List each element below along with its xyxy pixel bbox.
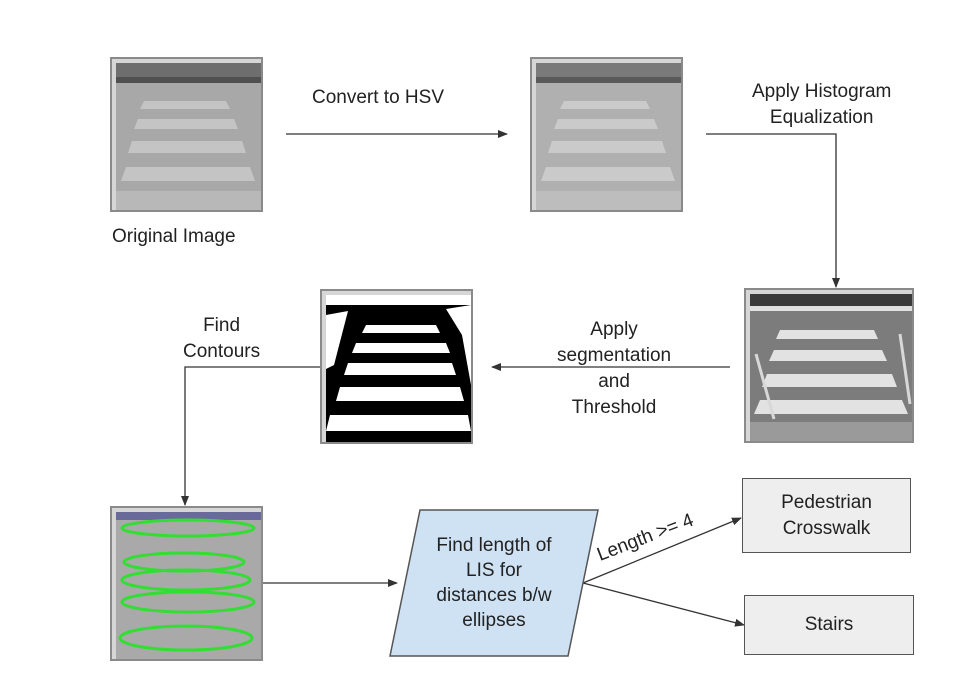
arrow-hsv-to-histogram — [706, 133, 840, 288]
contours-label-line1: Find — [203, 315, 241, 336]
segmentation-label: Apply segmentation and Threshold — [557, 317, 671, 421]
contours-image-thumbnail — [110, 506, 263, 661]
lis-parallelogram — [389, 509, 599, 657]
convert-hsv-label: Convert to HSV — [312, 87, 444, 108]
segmentation-label-line3: and — [598, 371, 630, 392]
arrow-lis-to-crosswalk — [582, 517, 742, 584]
stairs-text: Stairs — [804, 614, 854, 635]
lis-text-line3: distances b/w — [436, 585, 552, 606]
crosswalk-text-line1: Pedestrian — [781, 491, 872, 513]
lis-text-line2: LIS for — [466, 560, 522, 581]
contours-label-line2: Contours — [183, 341, 261, 362]
contours-label: Find Contours — [183, 313, 260, 365]
segmentation-label-line1: Apply — [590, 319, 638, 340]
histogram-label: Apply Histogram Equalization — [752, 79, 891, 131]
segmentation-label-line2: segmentation — [557, 345, 672, 366]
crosswalk-box: Pedestrian Crosswalk — [742, 478, 911, 553]
threshold-image-thumbnail — [320, 289, 473, 444]
histogram-label-line1: Apply Histogram — [752, 81, 892, 102]
crosswalk-text-line2: Crosswalk — [782, 517, 871, 539]
stairs-box: Stairs — [744, 595, 914, 655]
equalized-image-thumbnail — [744, 288, 914, 443]
segmentation-label-line4: Threshold — [571, 397, 657, 418]
lis-text-line1: Find length of — [436, 535, 552, 556]
hsv-image-thumbnail — [530, 57, 683, 212]
lis-text-line4: ellipses — [462, 610, 526, 631]
original-image-thumbnail — [110, 57, 263, 212]
lis-node-text: Find length of LIS for distances b/w ell… — [405, 512, 583, 654]
histogram-label-line2: Equalization — [769, 107, 874, 128]
arrow-threshold-to-contours — [181, 366, 320, 506]
arrow-lis-to-stairs — [582, 582, 745, 627]
original-image-label: Original Image — [112, 226, 236, 247]
